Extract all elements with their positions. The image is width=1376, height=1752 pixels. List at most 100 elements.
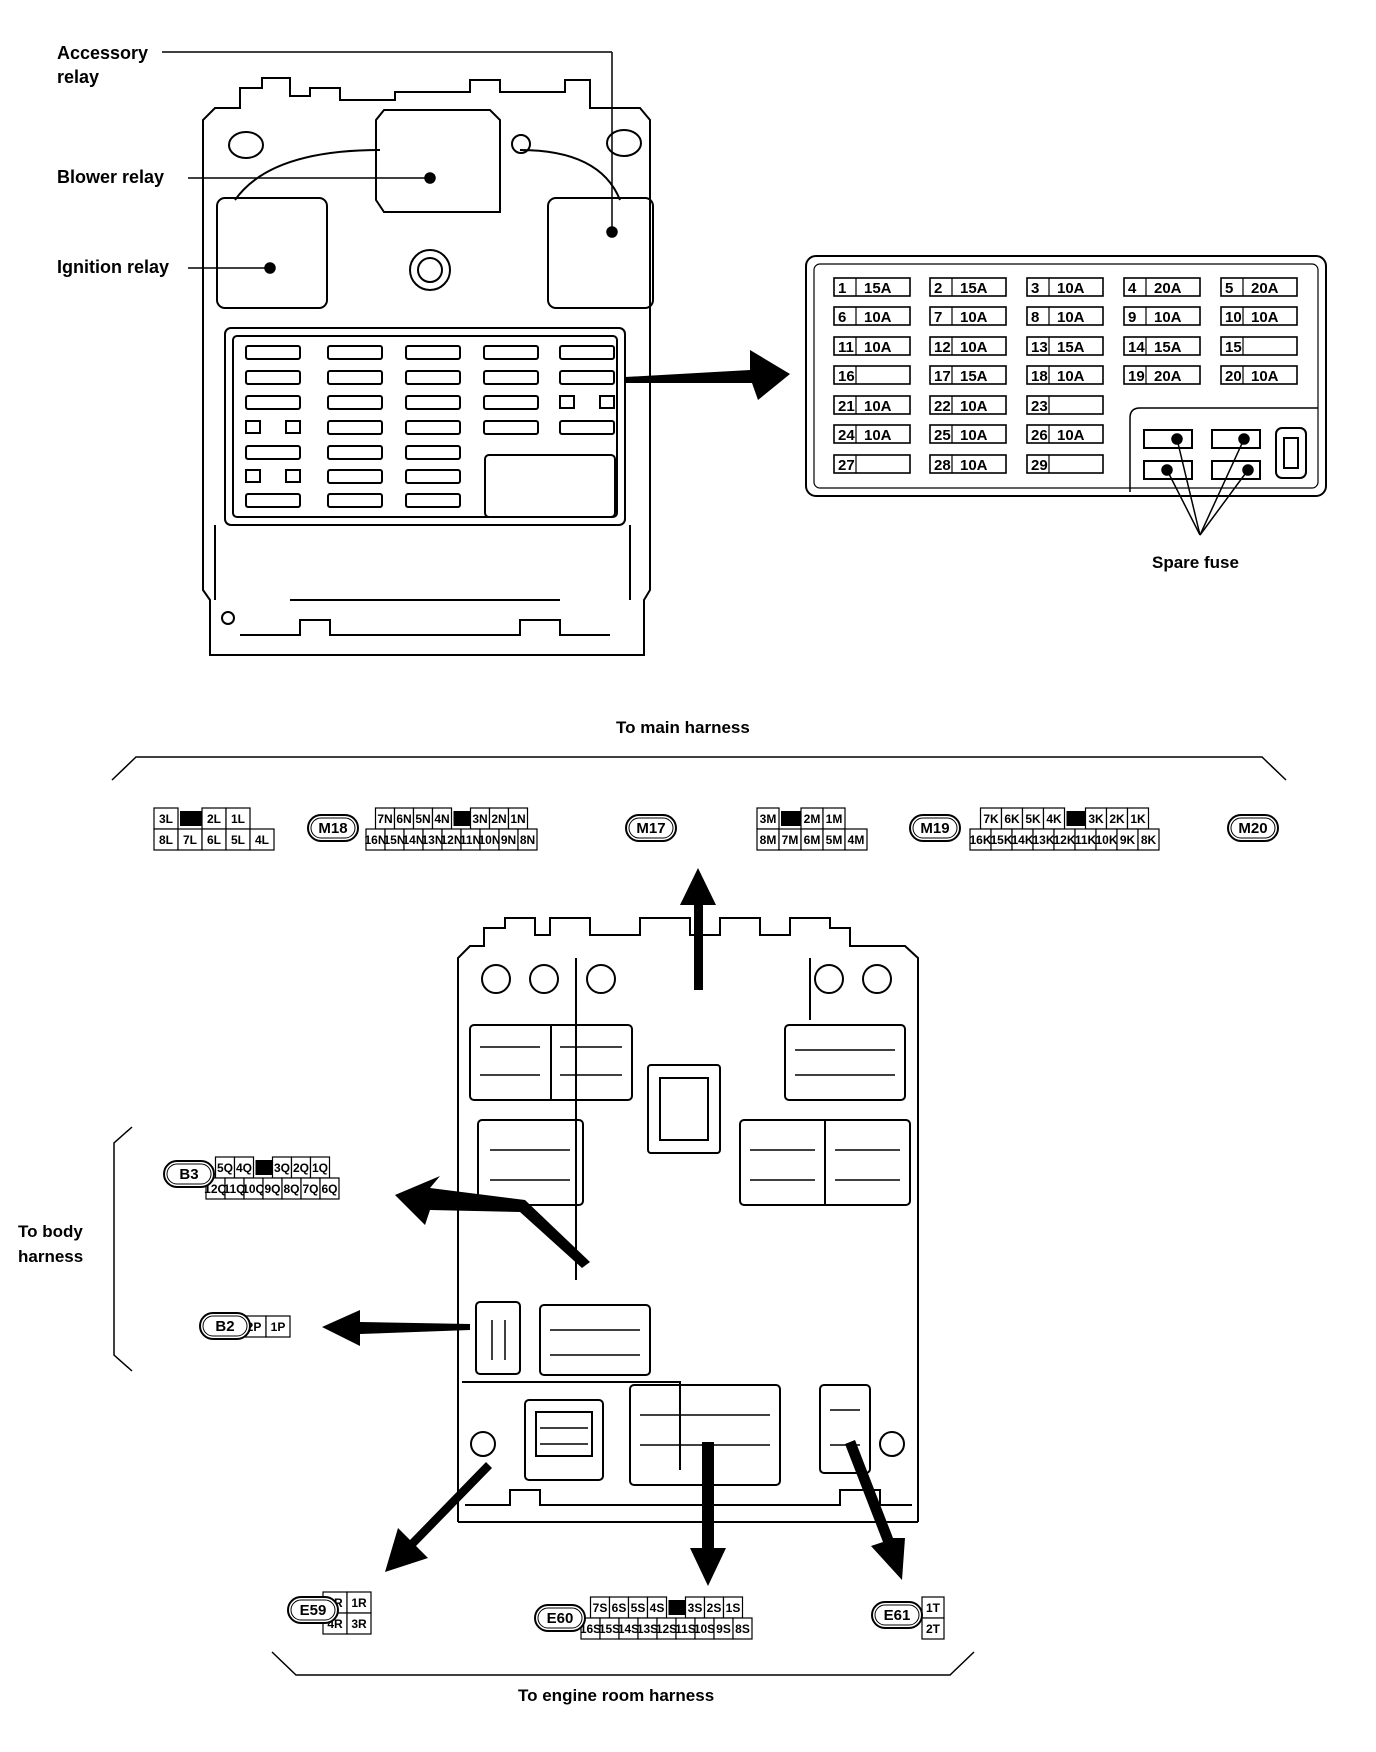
fuse-number: 18 [1031,368,1048,385]
svg-text:11N: 11N [460,833,481,847]
connector-pin: 2T [921,1617,945,1640]
to-main-harness-label: To main harness [616,718,750,737]
connector-pin: 3N [469,807,491,830]
svg-text:15K: 15K [990,833,1012,847]
connector-pin: 4N [431,807,453,830]
connector-pin: 5Q [214,1156,236,1179]
fuse-slot [483,395,539,410]
svg-text:4K: 4K [1046,812,1062,826]
fuse-amperage: 15A [960,280,988,297]
fuse-amperage: 20A [1154,368,1182,385]
svg-text:2K: 2K [1109,812,1125,826]
svg-text:9K: 9K [1120,833,1136,847]
connector-pin: 4L [249,828,275,851]
connector-pin: 2S [703,1596,725,1619]
svg-text:E60: E60 [547,1610,574,1627]
fuse-amperage: 10A [1057,280,1085,297]
accessory-relay-label-line1: Accessory [57,43,148,63]
engine-room-harness-brace [271,1651,975,1676]
connector-pin: 8S [732,1617,753,1640]
rear-connector-pin-marks [480,1046,900,1446]
fuse-slot [483,370,539,385]
fuse-slot [405,420,461,435]
svg-text:1Q: 1Q [312,1161,328,1175]
fuse-slot [405,493,461,508]
connector-pin: 6L [201,828,227,851]
svg-text:7N: 7N [377,812,392,826]
svg-text:13N: 13N [421,833,443,847]
to-engine-room-harness-label: To engine room harness [518,1686,714,1705]
spare-fuse-label: Spare fuse [1152,553,1239,572]
fuse-number: 28 [934,457,951,474]
fuse-number: 20 [1225,368,1242,385]
connector-pin: 12K [1053,828,1076,851]
svg-text:2N: 2N [491,812,506,826]
svg-text:M20: M20 [1238,820,1267,837]
svg-text:13K: 13K [1032,833,1054,847]
svg-text:11Q: 11Q [223,1182,245,1196]
fuse-number: 4 [1128,280,1137,297]
fuse-number: 3 [1031,280,1039,297]
connector-pin: 1K [1126,807,1150,830]
connector-e59: 2R1R4R3RE59 [287,1591,372,1635]
fuse-slot [327,493,383,508]
fuse-cell-4: 4 20A [1123,277,1201,297]
fuse-amperage: 20A [1154,280,1182,297]
svg-text:9Q: 9Q [264,1182,280,1196]
fuse-slot [405,469,461,484]
svg-text:9N: 9N [501,833,516,847]
svg-text:3Q: 3Q [274,1161,290,1175]
fuse-number: 10 [1225,309,1242,326]
fuse-slot [483,345,539,360]
fuse-amperage: 15A [1057,339,1085,356]
fuse-slot [405,345,461,360]
fuse-number: 15 [1225,339,1242,356]
svg-text:10S: 10S [694,1622,715,1636]
connector-pin: 3Q [271,1156,293,1179]
fuse-amperage: 10A [1057,427,1085,444]
fuse-number: 27 [838,457,855,474]
connector-pin: 7L [177,828,203,851]
svg-text:10K: 10K [1095,833,1117,847]
svg-text:2S: 2S [707,1601,722,1615]
svg-text:2M: 2M [804,812,821,826]
connector-pin: 9K [1116,828,1139,851]
fuse-number: 8 [1031,309,1039,326]
connector-pin: 4K [1042,807,1066,830]
svg-text:7S: 7S [593,1601,608,1615]
connector-pin: 4M [844,828,868,851]
svg-text:B3: B3 [179,1166,198,1183]
fuse-cell-16: 16 [833,365,911,385]
svg-text:15S: 15S [599,1622,620,1636]
fuse-slot [327,395,383,410]
to-body-harness-label-line1: To body [18,1222,83,1241]
svg-text:2T: 2T [926,1622,941,1636]
connector-pin: 1P [265,1315,291,1338]
svg-text:6L: 6L [207,833,221,847]
fuse-slot [327,469,383,484]
connector-pin: 2M [800,807,824,830]
connector-pin: 1L [225,807,251,830]
connector-pin: 6S [608,1596,630,1619]
fuse-cell-27: 27 [833,454,911,474]
svg-text:1L: 1L [231,812,245,826]
svg-text:3L: 3L [159,812,173,826]
fuse-amperage: 10A [864,339,892,356]
svg-text:8N: 8N [520,833,535,847]
fuse-number: 24 [838,427,855,444]
main-harness-brace [111,756,1287,781]
fuse-amperage: 15A [1154,339,1182,356]
connector-tag-e60: E60 [534,1604,586,1632]
connector-pin: 1M [822,807,846,830]
connector-pin: 10N [478,828,501,851]
fuse-amperage: 10A [1251,309,1279,326]
connector-pin: 1R [346,1591,372,1614]
